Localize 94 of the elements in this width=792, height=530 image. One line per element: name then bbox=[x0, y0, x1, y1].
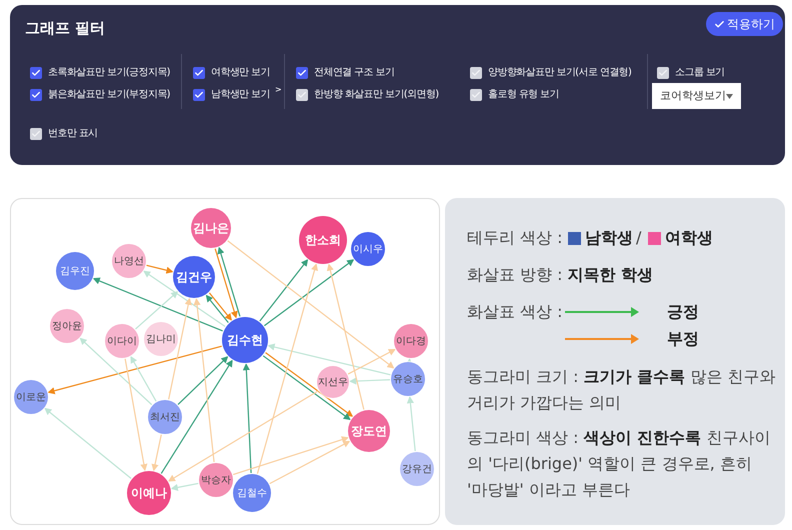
checkbox-label: 붉은화살표만 보기(부정지목) bbox=[48, 88, 170, 102]
arrow bbox=[267, 344, 391, 376]
legend-text: 화살표 색상 : bbox=[467, 301, 563, 323]
node-label: 김건우 bbox=[176, 269, 212, 286]
node-label: 이로운 bbox=[16, 390, 46, 404]
node-label: 이예나 bbox=[131, 485, 167, 502]
arrow bbox=[170, 482, 198, 491]
student-node bbox=[50, 309, 84, 343]
arrow bbox=[349, 377, 390, 385]
student-node bbox=[400, 452, 434, 486]
checkbox-label: 소그룹 보기 bbox=[675, 66, 725, 80]
student-node bbox=[112, 244, 146, 278]
chevron-text: > bbox=[275, 84, 282, 96]
legend-label: 부정 bbox=[667, 328, 699, 350]
arrow bbox=[168, 390, 319, 482]
student-node bbox=[222, 317, 268, 363]
checkbox-label: 전체연결 구조 보기 bbox=[314, 66, 394, 80]
student-node bbox=[173, 256, 215, 298]
student-node bbox=[105, 324, 139, 358]
node-label: 김나은 bbox=[193, 220, 229, 237]
arrow bbox=[152, 434, 162, 472]
node-label: 이시우 bbox=[353, 242, 383, 256]
node-label: 김수현 bbox=[227, 332, 263, 349]
checkbox-label: 한방향 화살표만 보기(외면형) bbox=[314, 88, 439, 102]
checkbox-label: 초록화살표만 보기(긍정지목) bbox=[48, 66, 170, 80]
legend-text: 화살표 방향 : 지목한 학생 bbox=[467, 264, 654, 286]
arrow bbox=[80, 338, 152, 406]
arrow bbox=[232, 436, 349, 476]
panel-title: 그래프 필터 bbox=[25, 18, 106, 39]
node-label: 박승자 bbox=[201, 474, 231, 488]
legend-text: / bbox=[636, 227, 642, 249]
arrow bbox=[326, 263, 364, 410]
arrow bbox=[348, 348, 396, 375]
arrow bbox=[259, 259, 308, 322]
node-label: 지선우 bbox=[318, 376, 348, 390]
arrow bbox=[264, 259, 354, 326]
arrow bbox=[146, 264, 174, 274]
node-label: 장도연 bbox=[351, 423, 387, 440]
arrow bbox=[269, 440, 350, 484]
student-node bbox=[351, 232, 385, 266]
node-label: 최서진 bbox=[150, 410, 180, 424]
legend-text: 테두리 색상 : bbox=[467, 227, 563, 249]
checkbox-label: 남학생만 보기 bbox=[211, 88, 270, 102]
legend-description: 동그라미 크기 : 크기가 클수록 많은 친구와 거리가 가깝다는 의미 bbox=[467, 366, 776, 414]
node-label: 강유건 bbox=[402, 462, 432, 476]
student-node bbox=[299, 216, 347, 264]
checkbox-label: 번호만 표시 bbox=[48, 127, 98, 141]
arrow bbox=[178, 356, 228, 405]
student-node bbox=[317, 366, 349, 398]
arrow bbox=[135, 291, 178, 330]
arrow bbox=[193, 298, 215, 462]
arrow bbox=[143, 270, 226, 327]
node-label: 김나미 bbox=[146, 332, 176, 346]
arrow bbox=[227, 240, 394, 369]
node-label: 김철수 bbox=[237, 486, 267, 500]
legend-description: 동그라미 색상 : 색상이 진한수록 친구사이의 '다리(brige)' 역할이 큰 경우로, 흔히 '마당발' 이라고 부른다 bbox=[467, 427, 772, 501]
student-node bbox=[394, 324, 428, 358]
arrow bbox=[168, 298, 192, 400]
checkbox-label: 여학생만 보기 bbox=[211, 66, 270, 80]
arrow bbox=[256, 263, 318, 474]
legend-label: 긍정 bbox=[667, 301, 699, 323]
student-node bbox=[127, 471, 171, 515]
student-node bbox=[191, 208, 231, 248]
arrow bbox=[124, 358, 148, 472]
node-label: 나영선 bbox=[114, 254, 144, 268]
arrow bbox=[206, 294, 229, 323]
arrow bbox=[92, 278, 223, 332]
node-label: 유승호 bbox=[393, 372, 423, 386]
arrow bbox=[130, 356, 157, 402]
legend-label: 남학생 bbox=[585, 227, 633, 249]
student-node bbox=[56, 252, 94, 290]
student-node bbox=[144, 322, 178, 356]
arrow bbox=[406, 396, 416, 452]
legend-label: 여학생 bbox=[665, 227, 713, 249]
arrow bbox=[44, 408, 132, 479]
arrow bbox=[48, 346, 222, 394]
node-label: 정아윤 bbox=[52, 320, 82, 334]
node-label: 김우진 bbox=[60, 264, 90, 278]
arrow bbox=[208, 292, 232, 321]
node-label: 이다경 bbox=[396, 334, 426, 348]
arrow bbox=[160, 360, 233, 474]
student-node bbox=[148, 400, 182, 434]
student-node bbox=[14, 380, 48, 414]
student-node bbox=[348, 410, 390, 452]
dropdown-select: 코어학생보기 bbox=[652, 83, 741, 109]
checkbox-label: 홀로형 유형 보기 bbox=[488, 88, 559, 102]
student-node bbox=[199, 463, 233, 497]
checkbox-label: 양방향화살표만 보기(서로 연결형) bbox=[488, 66, 632, 80]
apply-button: 적용하기 bbox=[706, 12, 783, 36]
node-label: 이다이 bbox=[107, 334, 137, 348]
student-node bbox=[391, 362, 425, 396]
node-label: 한소희 bbox=[305, 232, 341, 249]
student-node bbox=[233, 474, 271, 512]
arrow bbox=[242, 363, 252, 474]
